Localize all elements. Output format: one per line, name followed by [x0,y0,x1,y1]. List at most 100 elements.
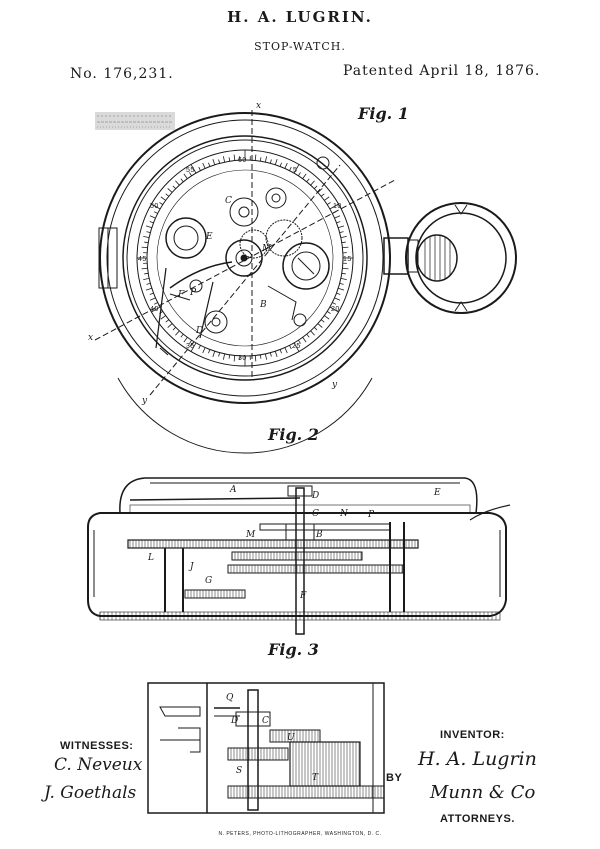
dial-ticks [137,150,353,366]
dial-tick [218,159,221,164]
fig2-letter-a: A [230,485,237,495]
dial-tick [144,272,149,275]
fig3-letter-c: C [262,716,269,726]
dial-tick [202,162,206,169]
dial-tick [279,349,282,354]
dial-tick [167,188,173,193]
fig2-letter-m: M [246,530,256,540]
dial-tick [149,221,154,224]
fig3-detail [147,682,385,814]
fig2-letter-j: J [190,562,194,572]
dial-tick [284,162,288,169]
attorney-signature: Munn & Co [430,782,536,803]
dial-tick [289,166,292,171]
fig3-letter-q: Q [226,693,234,703]
fig2-hatching [99,540,497,620]
dial-tick [143,235,150,239]
fig3-hatching [227,730,382,798]
dial-tick [334,215,341,219]
dial-tick [302,173,307,179]
attorneys-label: ATTORNEYS. [440,813,515,825]
dial-tick [151,203,161,210]
fig2-letter-l: L [148,553,154,563]
witness-signature-2: J. Goethals [44,783,137,803]
dial-number: 30 [238,355,247,362]
dial-tick [339,231,344,234]
dial-number: 35 [186,343,195,350]
dial-tick [159,202,164,205]
dial-tick [254,154,257,161]
dial-tick [332,302,337,305]
fig1-letter-y-right: y [332,380,338,390]
dial-tick [175,180,180,186]
fig2-label: Fig. 2 [268,425,319,444]
dial-tick [190,342,197,352]
fig3-label: Fig. 3 [268,640,319,659]
dial-tick [149,297,156,301]
printer-credit: N. PETERS, PHOTO-LITHOGRAPHER, WASHINGTO… [218,831,382,837]
dial-tick [259,354,262,359]
dial-tick [293,342,300,352]
patent-title: STOP-WATCH. [254,40,346,53]
fig1-letter-f: F [178,290,185,300]
fig2-section [87,477,511,635]
dial-tick [189,339,192,344]
fig1-letter-p: P [190,288,197,298]
fig1-letter-b: B [260,300,267,310]
dial-tick [189,172,192,177]
dial-tick [160,315,166,320]
dial-tick [341,272,346,275]
dial-tick [183,337,188,343]
dial-tick [198,166,201,171]
patent-number: No. 176,231. [70,66,174,82]
dial-tick [338,287,345,291]
patent-inventor-name: H. A. LUGRIN. [227,8,373,26]
patent-date: Patented April 18, 1876. [343,63,541,79]
dial-number: 40 [150,306,159,313]
fig2-letter-g: G [205,576,213,586]
dial-tick [153,302,158,305]
dial-tick [274,351,278,358]
by-label: BY [386,772,403,784]
dial-tick [167,323,173,328]
dial-tick [180,333,184,338]
dial-tick [233,355,236,362]
dial-tick [336,221,341,224]
fig3-letter-s: S [236,766,243,776]
fig1-letter-d: D [196,326,204,336]
dial-number: 45 [138,256,147,263]
dial-tick [222,353,226,360]
dial-tick [160,196,166,201]
dial-number: 25 [292,343,301,350]
dial-tick [183,173,188,179]
dial-tick [310,330,315,336]
fig1-letter-y-left: y [142,396,148,406]
dial-number: 55 [186,167,195,174]
dial-tick [269,159,272,164]
dial-tick [151,306,161,313]
dial-tick [149,215,156,219]
dial-tick [264,353,268,360]
witness-signature-1: C. Neveux [54,755,143,775]
dial-tick [218,352,221,357]
dial-tick [340,235,347,239]
ink-smudge [95,112,175,130]
dial-tick [320,193,325,197]
fig1-letter-m: M [262,244,272,254]
dial-tick [212,158,216,165]
dial-number: 60 [238,157,247,164]
dial-tick [317,323,323,328]
fig3-letter-u: U [287,733,295,743]
fig2-letter-e: E [434,488,441,498]
dial-tick [340,277,347,281]
dial-tick [274,158,278,165]
fig1-letter-x-top: x [256,101,262,111]
dial-tick [208,349,211,354]
dial-tick [172,327,176,331]
dial-tick [298,339,301,344]
dial-number: 15 [343,256,352,263]
inventor-signature: H. A. Lugrin [418,748,537,770]
dial-tick [324,315,330,320]
dial-tick [306,178,310,183]
dial-tick [146,282,151,285]
